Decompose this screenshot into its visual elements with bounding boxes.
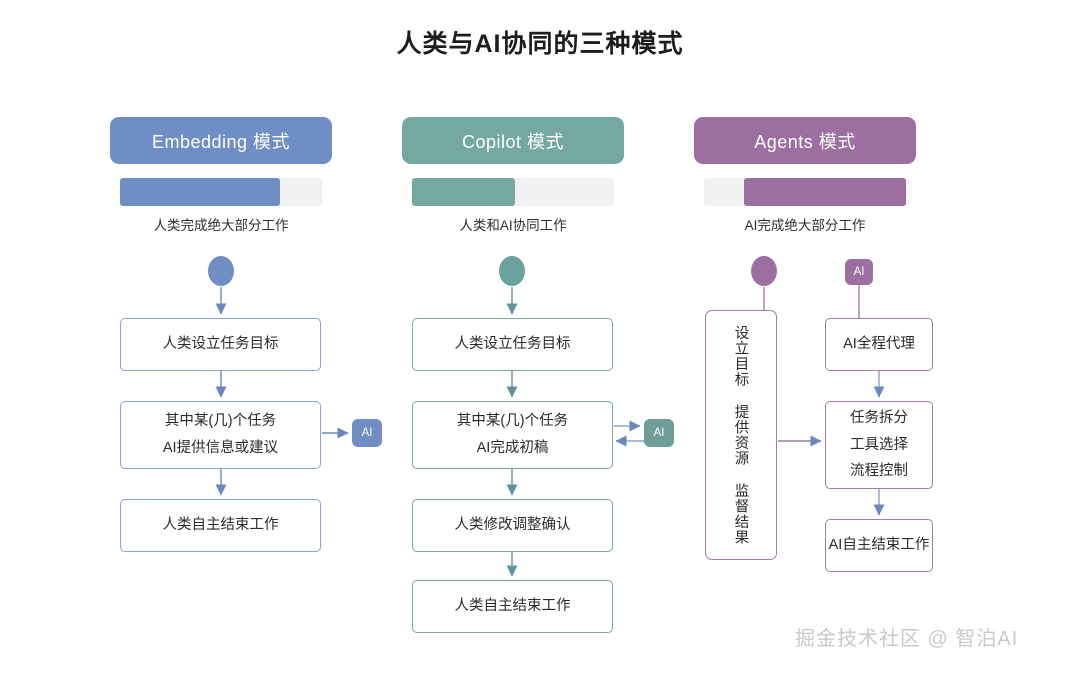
step-line: 人类自主结束工作 [162,517,279,534]
page-title: 人类与AI协同的三种模式 [396,30,684,58]
step-box[interactable]: AI自主结束工作 [825,519,933,572]
step-box[interactable]: 人类修改调整确认 [412,499,613,552]
start-node-agents [751,256,777,286]
step-line: 人类设立任务目标 [454,336,571,353]
step-box[interactable]: 其中某(几)个任务 AI提供信息或建议 [120,401,321,469]
step-line: 任务拆分 [850,409,908,426]
step-box[interactable]: 任务拆分 工具选择 流程控制 [825,401,933,489]
effort-bar-agents [704,178,906,206]
effort-bar-fill-copilot [412,178,515,206]
ai-badge-copilot[interactable]: AI [644,419,674,447]
column-header-agents[interactable]: Agents 模式 [694,117,916,164]
step-box[interactable]: AI全程代理 [825,318,933,371]
step-line: AI全程代理 [843,336,915,353]
step-box[interactable]: 人类设立任务目标 [412,318,613,371]
step-line: 人类自主结束工作 [454,598,571,615]
effort-bar-copilot [412,178,614,206]
effort-caption-copilot: 人类和AI协同工作 [459,218,567,233]
step-box[interactable]: 人类自主结束工作 [120,499,321,552]
step-box[interactable]: 其中某(几)个任务 AI完成初稿 [412,401,613,469]
agents-human-role-text: 设立目标 提供资源 监督结果 [732,325,749,545]
effort-bar-fill-agents [744,178,906,206]
step-box[interactable]: 人类设立任务目标 [120,318,321,371]
watermark: 掘金技术社区 @ 智泊AI [795,628,1019,650]
effort-bar-fill-embedding [120,178,280,206]
agents-human-role-box[interactable]: 设立目标 提供资源 监督结果 [705,310,777,560]
column-header-embedding[interactable]: Embedding 模式 [110,117,332,164]
step-box[interactable]: 人类自主结束工作 [412,580,613,633]
effort-caption-agents: AI完成绝大部分工作 [744,218,866,233]
ai-badge-embedding[interactable]: AI [352,419,382,447]
column-header-copilot[interactable]: Copilot 模式 [402,117,624,164]
step-line: 其中某(几)个任务 [164,413,277,430]
step-line: 流程控制 [850,463,908,480]
step-line: 其中某(几)个任务 [456,413,569,430]
step-line: AI自主结束工作 [828,537,930,554]
ai-badge-agents[interactable]: AI [845,259,873,285]
effort-bar-embedding [120,178,322,206]
step-line: 人类设立任务目标 [162,336,279,353]
step-line: AI提供信息或建议 [162,440,279,456]
step-line: 工具选择 [850,436,908,453]
step-line: AI完成初稿 [476,440,549,456]
step-line: 人类修改调整确认 [454,517,571,534]
effort-caption-embedding: 人类完成绝大部分工作 [153,218,289,233]
start-node-embedding [208,256,234,286]
start-node-copilot [499,256,525,286]
